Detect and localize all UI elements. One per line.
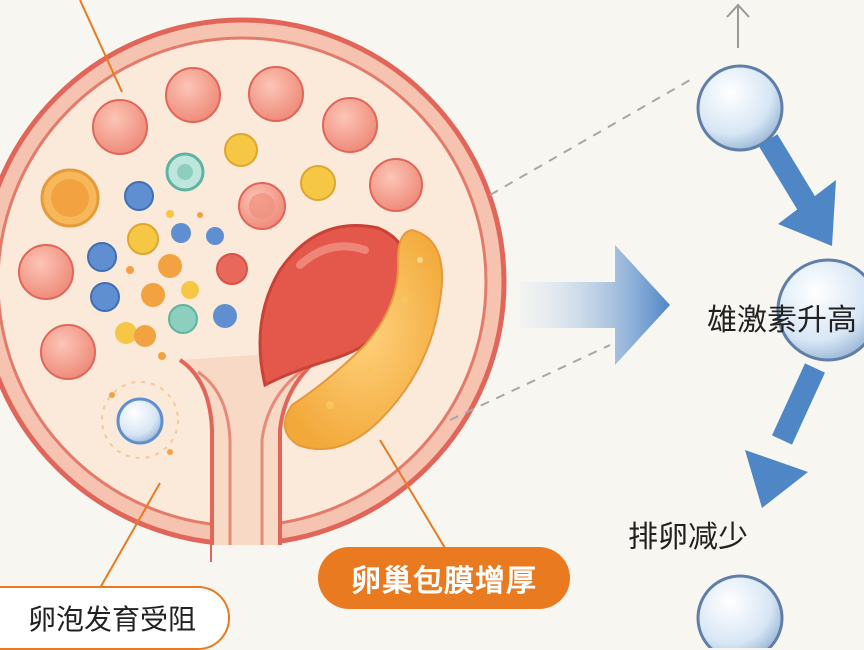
big-right-arrow-icon	[520, 245, 670, 365]
leader-line-follicle	[99, 482, 161, 589]
ovulation-decrease-label: 排卵减少	[628, 520, 748, 555]
bubble-top	[696, 64, 784, 152]
leader-line-top	[79, 0, 123, 93]
follicles	[18, 66, 423, 380]
arrow-up-icon	[726, 3, 750, 48]
bubble-bottom	[696, 574, 784, 648]
androgen-rise-label: 雄激素升高	[707, 303, 857, 338]
small-cells	[40, 133, 336, 360]
thickened-capsule	[283, 228, 444, 451]
zoom-line-top	[489, 79, 691, 196]
bubble-middle	[776, 258, 864, 362]
arrow-down-right-icon	[758, 134, 836, 246]
leader-line-capsule	[379, 439, 446, 549]
blocked-follicle	[101, 381, 179, 459]
arrow-down-left-icon	[745, 363, 825, 508]
capsule-thickening-callout: 卵巢包膜增厚	[318, 547, 570, 609]
corpus	[258, 224, 409, 388]
zoom-line-bottom	[449, 344, 611, 421]
follicle-blocked-callout: 卵泡发育受阻	[0, 586, 230, 650]
